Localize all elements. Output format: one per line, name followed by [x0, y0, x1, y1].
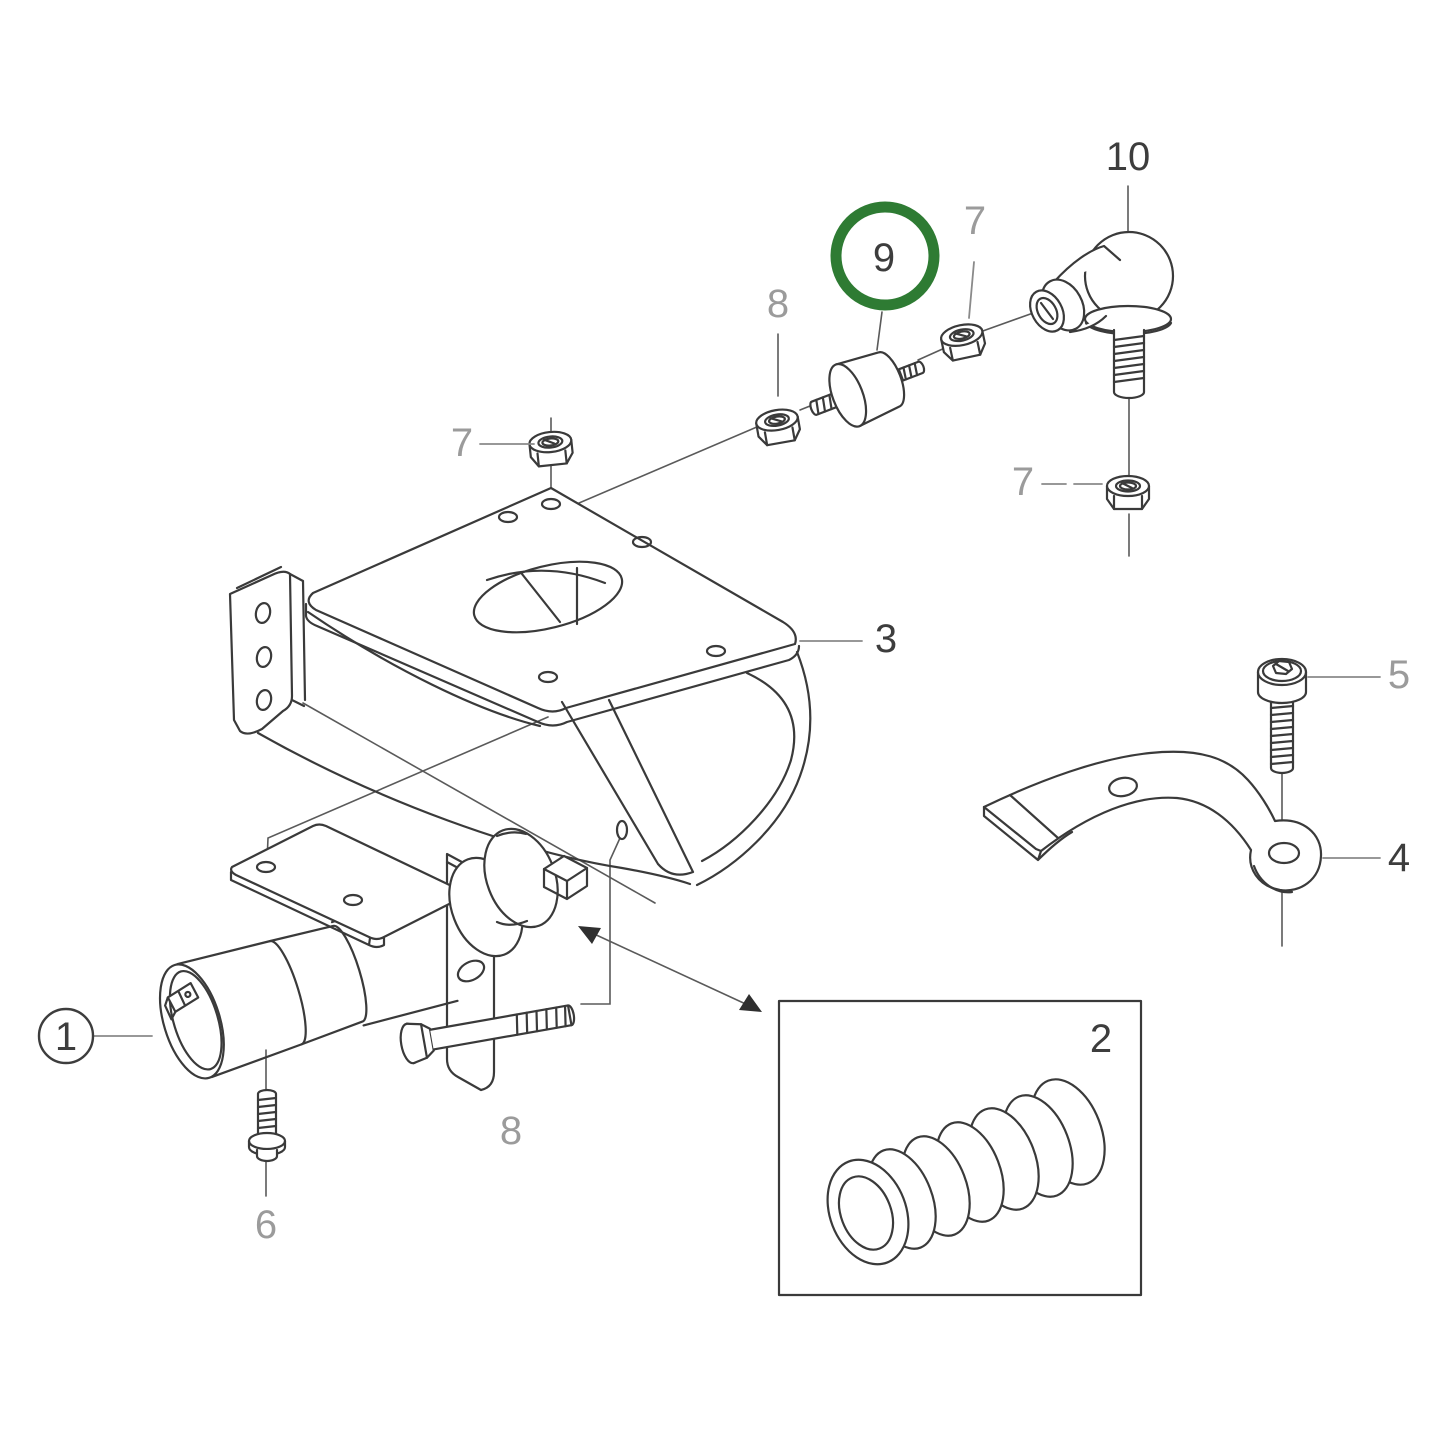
fastener-chain — [527, 230, 1175, 511]
callout-10[interactable]: 10 — [1106, 135, 1151, 179]
callout-3[interactable]: 3 — [875, 617, 897, 661]
detail-box-part2 — [777, 999, 1143, 1297]
nut-part7-middle — [938, 319, 989, 364]
callout-5[interactable]: 5 — [1388, 653, 1410, 697]
bracket-left-flange — [228, 565, 307, 735]
callout-7b[interactable]: 7 — [964, 199, 986, 243]
callout-1[interactable]: 1 — [55, 1015, 77, 1059]
part1-callout-circle[interactable] — [37, 1007, 95, 1065]
rubber-bellows — [826, 1078, 1106, 1266]
location-arrow — [578, 926, 762, 1012]
callout-2[interactable]: 2 — [1090, 1017, 1112, 1061]
socket-screw-part5 — [1256, 657, 1308, 775]
curved-arm-part4 — [982, 750, 1323, 894]
screw-part6 — [247, 1088, 287, 1163]
actuator-assembly — [158, 823, 589, 1163]
callout-labels: 1 2 3 4 5 6 7 7 7 8 8 9 10 — [37, 135, 1410, 1247]
rubber-coupling — [448, 827, 559, 958]
ball-joint-part10 — [1028, 230, 1175, 400]
actuator-mounting-plate — [229, 823, 465, 949]
nut-part8-upper — [753, 405, 803, 448]
nut-part7-top-left — [527, 428, 575, 469]
highlight-ring-part9[interactable] — [830, 201, 940, 311]
mounting-bracket — [228, 486, 812, 887]
callout-8a[interactable]: 8 — [767, 282, 789, 326]
callout-4[interactable]: 4 — [1388, 836, 1410, 880]
callout-leaders — [92, 261, 1381, 1037]
callout-7c[interactable]: 7 — [1012, 460, 1034, 504]
callout-6[interactable]: 6 — [255, 1203, 277, 1247]
rubber-mount-part9 — [809, 351, 926, 428]
bolt-part8-lower — [399, 1004, 576, 1065]
callout-8b[interactable]: 8 — [500, 1109, 522, 1153]
callout-9[interactable]: 9 — [873, 236, 895, 280]
shaft-square-end — [542, 854, 589, 901]
callout-7a[interactable]: 7 — [451, 421, 473, 465]
nut-part7-right — [1105, 474, 1151, 511]
